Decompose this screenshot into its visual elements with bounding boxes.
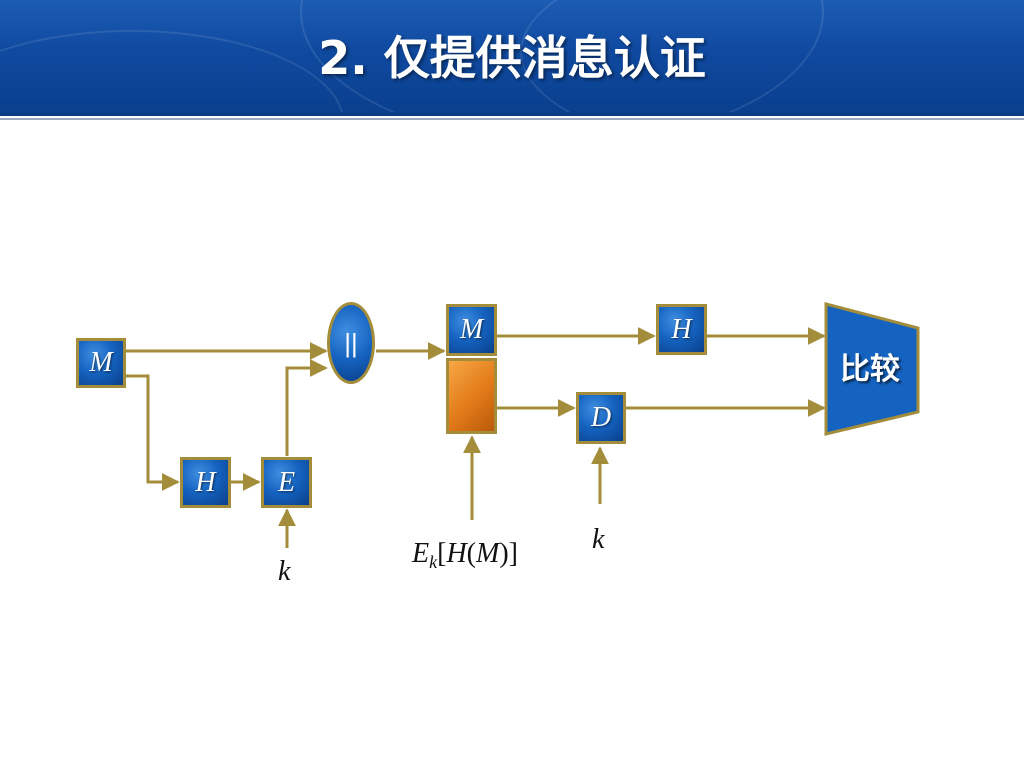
concat-symbol: || — [344, 328, 358, 358]
receiver-decrypt-box: D — [576, 392, 626, 444]
label-close-bracket: ] — [508, 538, 518, 569]
label-m: M — [476, 538, 500, 569]
receiver-decrypt-label: D — [590, 402, 612, 433]
compare-label: 比较 — [840, 352, 900, 387]
transmitted-message-box: M — [446, 304, 497, 356]
header-divider-thin — [0, 118, 1024, 120]
page-title: 2. 仅提供消息认证 — [318, 31, 706, 85]
label-e: E — [412, 538, 430, 569]
wire-encrypt-to-concat — [285, 359, 328, 456]
concat-operator: || — [327, 302, 375, 384]
encrypted-hash-block — [446, 358, 497, 434]
label-open-bracket: [ — [437, 538, 447, 569]
label-close-paren: ) — [499, 538, 509, 569]
receiver-hash-box: H — [656, 304, 707, 355]
sender-message-box: M — [76, 338, 126, 388]
label-h: H — [446, 538, 467, 569]
wire-m-to-hash — [126, 374, 180, 491]
sender-hash-label: H — [195, 467, 216, 498]
header-divider — [0, 112, 1024, 116]
encrypted-hash-label: Ek[H(M)] — [412, 538, 518, 573]
sender-encrypt-box: E — [261, 457, 312, 508]
sender-key-label: k — [278, 556, 291, 587]
sender-hash-box: H — [180, 457, 231, 508]
sender-message-label: M — [89, 347, 113, 378]
receiver-key-label: k — [592, 524, 605, 555]
label-k-subscript: k — [429, 552, 438, 572]
sender-encrypt-label: E — [277, 467, 296, 498]
title-banner — [0, 0, 1024, 112]
compare-shape — [824, 302, 920, 436]
label-open-paren: ( — [466, 538, 476, 569]
transmitted-message-label: M — [459, 314, 484, 345]
receiver-hash-label: H — [671, 314, 692, 345]
